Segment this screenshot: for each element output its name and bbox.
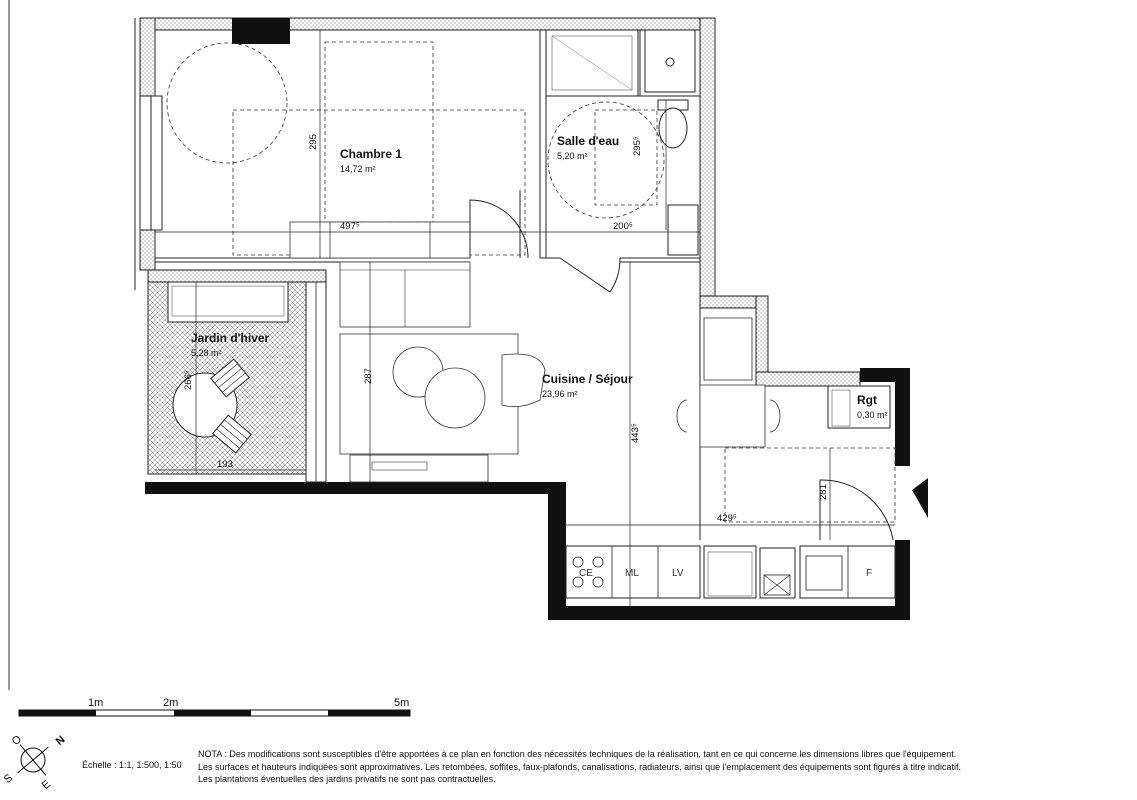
room-area-rgt: 0,30 m² bbox=[857, 410, 888, 420]
compass-rose bbox=[17, 744, 49, 776]
scale-label-2m: 2m bbox=[163, 697, 178, 709]
room-name-chambre: Chambre 1 bbox=[340, 147, 402, 161]
compass-south: S bbox=[2, 772, 15, 786]
appliance-label-ml: ML bbox=[625, 568, 639, 579]
room-name-jardin: Jardin d'hiver bbox=[191, 331, 270, 345]
room-area-jardin: 5,28 m² bbox=[191, 348, 222, 358]
scale-bar bbox=[18, 709, 411, 717]
room-area-cuisine: 23,96 m² bbox=[542, 389, 578, 399]
note-line-2: Les surfaces et hauteurs indiquées sont … bbox=[198, 761, 961, 772]
scale-label-1m: 1m bbox=[88, 697, 103, 709]
dim-sejour-height-2: 443⁵ bbox=[630, 423, 641, 443]
room-name-salle-eau: Salle d'eau bbox=[557, 134, 619, 148]
room-name-cuisine: Cuisine / Séjour bbox=[542, 372, 633, 386]
exterior-walls bbox=[134, 17, 910, 620]
appliance-label-lv: LV bbox=[672, 568, 684, 579]
note-line-3: Les plantations éventuelles des jardins … bbox=[198, 774, 496, 784]
dim-sejour-height-1: 287 bbox=[363, 368, 374, 384]
room-area-chambre: 14,72 m² bbox=[340, 164, 376, 174]
compass-north: N bbox=[54, 734, 68, 748]
dim-chambre-width: 497⁵ bbox=[340, 221, 360, 232]
compass-east: E bbox=[40, 778, 53, 792]
appliance-label-ce: CE bbox=[579, 568, 593, 579]
winter-garden bbox=[147, 269, 327, 483]
room-name-rgt: Rgt bbox=[857, 393, 877, 407]
bathroom-fixtures bbox=[545, 29, 699, 293]
disclaimer-note: NOTA : Des modifications sont susceptibl… bbox=[198, 748, 1128, 786]
dim-entree-height: 281 bbox=[818, 484, 829, 500]
note-line-1: NOTA : Des modifications sont susceptibl… bbox=[198, 749, 957, 759]
dim-sde-height: 295⁵ bbox=[632, 136, 643, 156]
dim-sejour-width: 429⁵ bbox=[717, 513, 737, 524]
dim-chambre-height: 295 bbox=[308, 134, 319, 150]
scale-note: Échelle : 1:1, 1:500, 1:50 bbox=[82, 760, 182, 770]
dimension-lines bbox=[155, 30, 895, 606]
compass-west: O bbox=[10, 733, 25, 748]
living-furniture bbox=[339, 261, 928, 599]
room-area-salle-eau: 5,20 m² bbox=[557, 151, 588, 161]
scale-label-5m: 5m bbox=[394, 697, 409, 709]
appliance-label-f: F bbox=[866, 568, 872, 579]
dim-sde-width: 200⁵ bbox=[613, 221, 633, 232]
dim-jardin-height: 266⁵ bbox=[183, 370, 194, 390]
dim-jardin-width: 193 bbox=[217, 459, 233, 470]
